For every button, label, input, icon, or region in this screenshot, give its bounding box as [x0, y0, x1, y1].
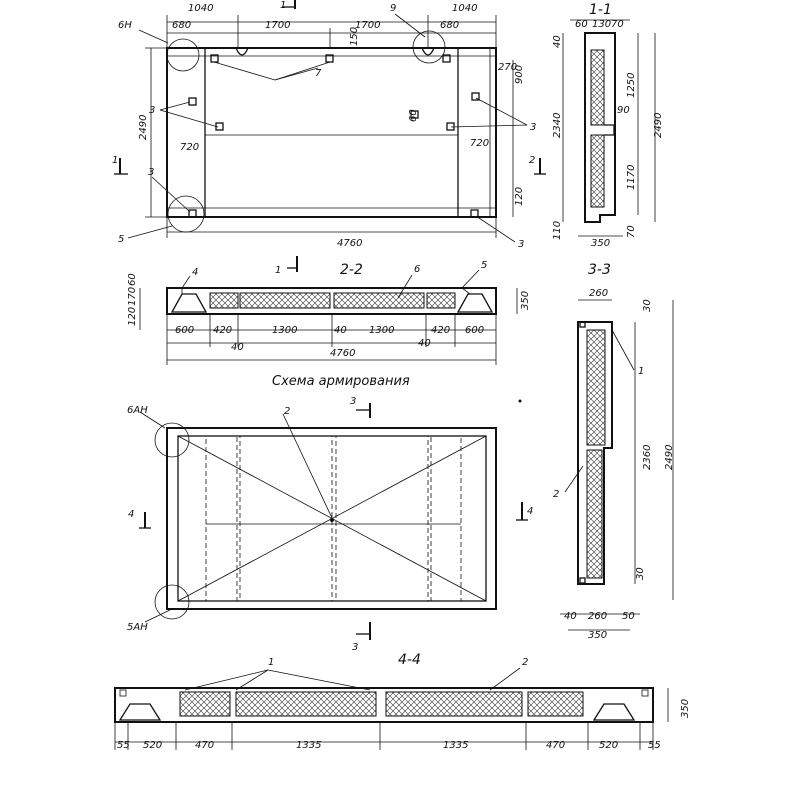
s22-callout-5: 5 [481, 260, 487, 271]
plan-dim-60: 60 [408, 109, 419, 122]
s33-dim-40: 40 [564, 611, 577, 622]
s22-dim-350: 350 [520, 291, 531, 310]
s11-dim-1250: 1250 [626, 73, 637, 98]
plan-dim-overall: 4760 [337, 238, 362, 249]
plan-callout-3-right: 3 [530, 122, 536, 133]
plan-dim-left: 2490 [138, 115, 149, 140]
plan-dim-720-right: 720 [470, 138, 489, 149]
plan-callout-3-br: 3 [518, 239, 524, 250]
plan-view: 1040 680 1700 1700 1040 680 4760 2490 27… [112, 0, 546, 250]
plan-section-mark-top: 1 [280, 0, 286, 11]
s44-dim-1335-left: 1335 [296, 740, 321, 751]
plan-callout-3-left: 3 [149, 105, 155, 116]
s33-dim-260-bottom: 260 [588, 611, 607, 622]
s44-dim-470-right: 470 [546, 740, 565, 751]
s33-dim-30-top: 30 [642, 299, 653, 312]
section-4-4-title: 4-4 [398, 652, 421, 668]
s11-dim-60: 60 [575, 19, 588, 30]
s44-dim-470-left: 470 [195, 740, 214, 751]
s22-dim-600-left: 600 [175, 325, 194, 336]
scheme-callout-2: 2 [284, 406, 290, 417]
s33-callout-2: 2 [553, 489, 559, 500]
scheme-section-mark-left: 4 [128, 509, 134, 520]
section-3-3: 3-3 260 30 2360 2490 30 40 260 50 350 1 … [553, 262, 675, 641]
s11-dim-70: 70 [611, 19, 624, 30]
s44-dim-1335-right: 1335 [443, 740, 468, 751]
s11-dim-70: 70 [626, 225, 637, 238]
scheme-section-mark-top: 3 [350, 396, 356, 407]
scheme-callout-5ah: 5АН [127, 622, 148, 633]
s22-dim-40-left: 40 [231, 342, 244, 353]
s11-dim-90: 90 [617, 105, 630, 116]
s22-dim-1300-right: 1300 [369, 325, 394, 336]
section-3-3-title: 3-3 [588, 262, 611, 278]
plan-dim-1700-right: 1700 [355, 20, 380, 31]
section-2-2: 2-2 600 420 1300 40 1300 420 600 40 40 4… [127, 256, 531, 365]
plan-dim-120: 120 [514, 187, 525, 206]
scheme-section-mark-bottom: 3 [352, 642, 358, 653]
s22-section-mark: 1 [275, 265, 281, 276]
plan-dim-270: 270 [498, 62, 517, 73]
s11-dim-2490: 2490 [653, 113, 664, 138]
plan-dim-1040-right: 1040 [452, 3, 477, 14]
s11-dim-1170: 1170 [626, 165, 637, 190]
plan-dim-150: 150 [349, 27, 360, 46]
s44-callout-2: 2 [522, 657, 528, 668]
s22-dim-40-right: 40 [418, 338, 431, 349]
s11-dim-130: 130 [592, 19, 611, 30]
scheme-title: Схема армирования [272, 374, 410, 389]
scheme-callout-6ah: 6АН [127, 405, 148, 416]
s22-callout-6: 6 [414, 264, 420, 275]
scheme-panel-outline [166, 427, 497, 610]
plan-section-mark-left: 1 [112, 155, 118, 166]
scheme-section-mark-right: 4 [527, 506, 533, 517]
s44-dim-520-left: 520 [143, 740, 162, 751]
s44-dim-520-right: 520 [599, 740, 618, 751]
reinforcement-scheme: Схема армирования 6АН 2 3 4 4 5АН 3 [127, 374, 533, 653]
s11-dim-110: 110 [552, 221, 563, 240]
plan-callout-3-bottom: 3 [148, 167, 154, 178]
s22-dim-600-right: 600 [465, 325, 484, 336]
s33-dim-2360: 2360 [642, 445, 653, 470]
s33-dim-30-bottom: 30 [635, 567, 646, 580]
plan-dim-680-left: 680 [172, 20, 191, 31]
plan-callout-9: 9 [390, 3, 396, 14]
s11-dim-2340: 2340 [552, 113, 563, 138]
s11-dim-350: 350 [591, 238, 610, 249]
s44-dim-55-right: 55 [648, 740, 661, 751]
s22-dim-overall: 4760 [330, 348, 355, 359]
plan-callout-5: 5 [118, 234, 124, 245]
s33-dim-50: 50 [622, 611, 635, 622]
plan-dim-1040-left: 1040 [188, 3, 213, 14]
s22-dim-120: 120 [127, 307, 138, 326]
s22-dim-420-right: 420 [431, 325, 450, 336]
s33-callout-1: 1 [638, 366, 644, 377]
s22-dim-40-center: 40 [334, 325, 347, 336]
s44-callout-1: 1 [268, 657, 274, 668]
s33-dim-350: 350 [588, 630, 607, 641]
section-1-1: 1-1 60 130 70 40 2340 1250 90 1170 2490 … [552, 2, 664, 249]
s22-dim-1300-left: 1300 [272, 325, 297, 336]
plan-callout-6h: 6H [118, 20, 132, 31]
plan-dim-680-right: 680 [440, 20, 459, 31]
s33-dim-260-top: 260 [589, 288, 608, 299]
plan-dim-720-left: 720 [180, 142, 199, 153]
s44-dim-55-left: 55 [117, 740, 130, 751]
s22-dim-170: 170 [127, 287, 138, 306]
section-2-2-title: 2-2 [340, 262, 363, 278]
plan-callout-7: 7 [315, 68, 322, 79]
s22-dim-420-left: 420 [213, 325, 232, 336]
panel-outline [166, 47, 497, 218]
s33-dim-2490: 2490 [664, 445, 675, 470]
section-1-1-title: 1-1 [589, 2, 612, 18]
s44-dim-350: 350 [680, 699, 691, 718]
plan-dim-900: 900 [514, 65, 525, 84]
section-4-4: 4-4 55 520 470 1335 1335 470 520 55 350 … [114, 652, 691, 751]
s22-callout-4: 4 [192, 267, 198, 278]
s11-dim-40: 40 [552, 35, 563, 48]
plan-section-mark-right: 2 [529, 155, 535, 166]
s22-dim-60: 60 [127, 273, 138, 286]
plan-dim-1700-left: 1700 [265, 20, 290, 31]
